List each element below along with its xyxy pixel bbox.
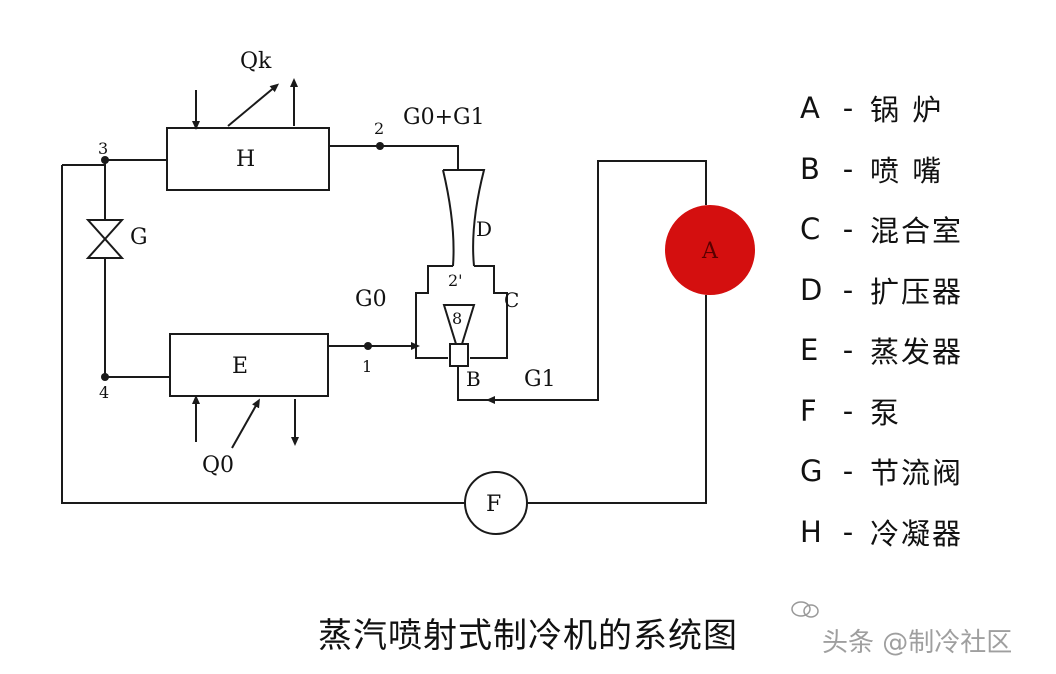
junction-4 (101, 373, 109, 381)
point-8: 8 (452, 309, 462, 328)
diagram-caption: 蒸汽喷射式制冷机的系统图 (318, 616, 738, 656)
point-1: 1 (362, 357, 372, 376)
legend-item: G-节流阀 (800, 454, 964, 491)
evaporator-e (169, 333, 329, 397)
label-e: E (232, 354, 248, 379)
arrow-q0 (231, 398, 260, 449)
legend-item: H-冷凝器 (800, 514, 964, 551)
valve-g (85, 219, 125, 259)
point-2-prime: 2' (448, 271, 463, 290)
label-h: H (236, 147, 255, 172)
label-qk: Qk (240, 49, 272, 74)
pipe-boiler-to-nozzle (457, 160, 707, 401)
nozzle-b-body (449, 343, 469, 367)
label-b: B (466, 367, 481, 391)
legend-item: D-扩压器 (800, 272, 964, 309)
label-g: G (130, 225, 148, 250)
watermark: 头条 @制冷社区 (822, 628, 1013, 658)
label-c: C (504, 288, 519, 312)
label-q0: Q0 (202, 453, 234, 478)
pump-f (464, 471, 528, 535)
legend-item: A-锅 炉 (800, 91, 944, 128)
label-f: F (486, 492, 501, 517)
pipe-h-to-diffuser (329, 145, 459, 170)
arrow-qk (227, 83, 280, 127)
pipe-boiler-to-pump (527, 295, 707, 504)
condenser-h (166, 127, 330, 191)
label-g1: G1 (524, 367, 556, 392)
mixing-chamber-c (415, 265, 508, 359)
legend-item: C-混合室 (800, 212, 964, 249)
point-2: 2 (374, 119, 384, 138)
legend-item: F-泵 (800, 393, 902, 430)
watermark-icon (791, 601, 819, 618)
point-4: 4 (99, 383, 109, 402)
diffuser-d (442, 169, 486, 267)
legend-item: B-喷 嘴 (800, 151, 944, 188)
label-d: D (476, 217, 492, 241)
junction-1 (364, 342, 372, 350)
legend-item: E-蒸发器 (800, 333, 964, 370)
label-g0: G0 (355, 287, 387, 312)
boiler-a (665, 205, 755, 295)
legend: A-锅 炉 B-喷 嘴 C-混合室 D-扩压器 E-蒸发器 F-泵 G-节流阀 … (800, 78, 1040, 562)
label-a: A (701, 239, 719, 264)
junction-2 (376, 142, 384, 150)
label-g0-plus-g1: G0+G1 (403, 105, 485, 130)
pipe-outer-return (61, 165, 466, 504)
point-3: 3 (98, 139, 108, 158)
junction-3 (101, 156, 109, 164)
